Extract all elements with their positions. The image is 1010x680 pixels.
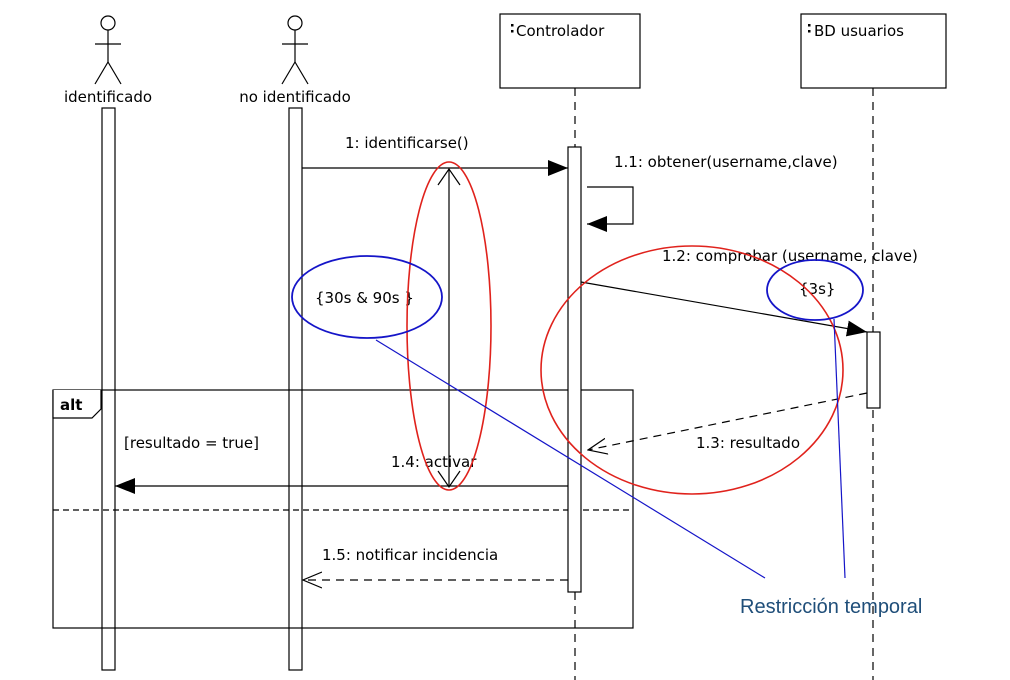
- object-bd-usuarios: BD usuarios: [800, 13, 947, 89]
- actor-identificado: identificado: [64, 15, 152, 106]
- object-controlador: Controlador: [499, 13, 641, 89]
- fragment-frame: [52, 389, 634, 629]
- annotation-connector-1: [375, 339, 766, 579]
- message-1-5-label: 1.5: notificar incidencia: [322, 546, 498, 564]
- fragment-operator-tab: [52, 390, 102, 419]
- actor-head-icon: [287, 15, 303, 31]
- duration-constraint-label: {30s & 90s }: [315, 289, 414, 307]
- actor-label-no-identificado: no identificado: [239, 88, 351, 106]
- lifeline-no-identificado: [288, 107, 303, 671]
- highlight-ellipse-3s: [766, 259, 864, 321]
- message-1-4-label: 1.4: activar: [391, 453, 477, 471]
- message-1-3-label: 1.3: resultado: [696, 434, 800, 452]
- fragment-guard: [resultado = true]: [124, 434, 259, 452]
- activation-controlador: [567, 146, 582, 593]
- actor-label-identificado: identificado: [64, 88, 152, 106]
- highlight-ellipse-db-exchange: [540, 245, 844, 495]
- fragment-operator-label: alt: [60, 396, 82, 414]
- duration-bottom-arrowhead: [437, 470, 461, 489]
- message-1-3-arrow: [588, 392, 868, 450]
- message-1-2-arrow: [580, 281, 868, 337]
- db-time-constraint-label: {3s}: [799, 280, 835, 298]
- message-1-label: 1: identificarse(): [345, 134, 469, 152]
- object-label-controlador: Controlador: [516, 22, 605, 40]
- actor-head-icon: [100, 15, 116, 31]
- highlight-ellipse-30s-90s: [291, 255, 443, 339]
- message-1-2-label: 1.2: comprobar (username, clave): [662, 247, 918, 265]
- annotation-restriccion-temporal: Restricción temporal: [740, 596, 922, 618]
- message-1-1-label: 1.1: obtener(username,clave): [614, 153, 838, 171]
- activation-bd-usuarios: [866, 331, 881, 409]
- actor-no-identificado: no identificado: [239, 15, 351, 106]
- annotation-connector-2: [833, 318, 846, 579]
- highlight-ellipse-duration: [406, 161, 492, 491]
- fragment-alt: alt [resultado = true]: [52, 389, 634, 629]
- lifeline-identificado: [101, 107, 116, 671]
- duration-top-arrowhead: [437, 167, 461, 186]
- message-1-1-arrow: [587, 186, 634, 232]
- object-label-bd-usuarios: BD usuarios: [814, 22, 904, 40]
